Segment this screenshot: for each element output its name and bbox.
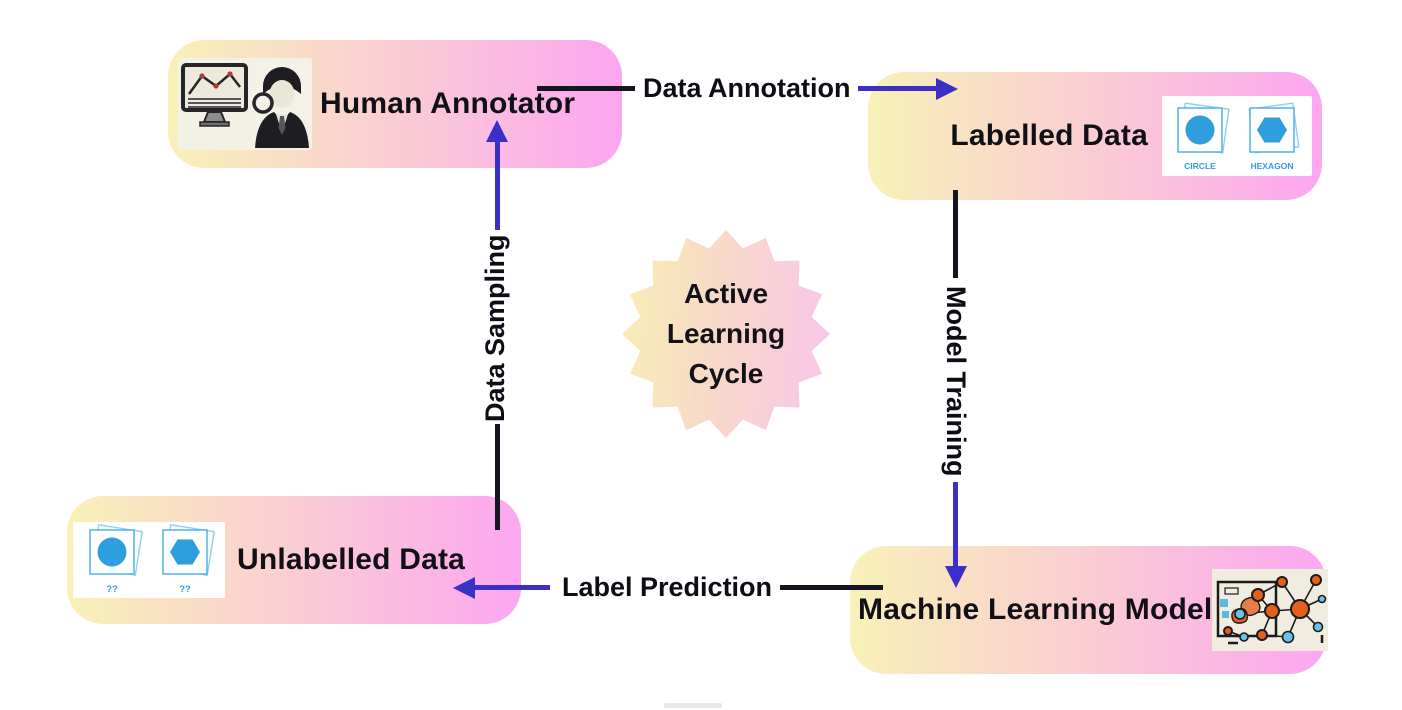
human-annotator-icon — [178, 58, 312, 150]
magnifier-icon — [252, 92, 274, 114]
person-icon — [252, 62, 312, 148]
data-sampling-line-black — [494, 424, 500, 530]
data-annotation-arrowhead-icon — [936, 77, 958, 100]
data-sampling-label: Data Sampling — [480, 234, 510, 422]
model-training-label: Model Training — [941, 285, 971, 477]
bottom-edge-fragment — [664, 703, 722, 708]
label-prediction-label: Label Prediction — [562, 572, 773, 602]
labelled-cards-icon: CIRCLE HEXAGON — [1162, 96, 1312, 176]
unlabelled-circle-card: ?? — [89, 524, 143, 595]
human-annotator-label: Human Annotator — [320, 87, 576, 120]
label-prediction-line-black — [780, 585, 883, 590]
hexagon-card: HEXAGON — [1248, 102, 1300, 171]
label-prediction-arrowhead-icon — [453, 576, 475, 599]
neural-network-icon — [1212, 569, 1329, 651]
label-prediction-line-blue — [473, 585, 550, 590]
unlabelled-circle-label: ?? — [106, 584, 118, 595]
data-annotation-label: Data Annotation — [643, 73, 851, 103]
node-labelled-data: Labelled Data CIRCLE HEXAGON — [868, 72, 1322, 200]
active-learning-cycle-badge: Active Learning Cycle — [622, 230, 830, 438]
data-annotation-line-blue — [858, 86, 940, 91]
badge-line-2: Learning — [666, 318, 786, 349]
unlabelled-data-label: Unlabelled Data — [237, 543, 466, 576]
model-training-line-blue — [953, 482, 958, 568]
machine-learning-model-label: Machine Learning Model — [858, 593, 1213, 626]
node-unlabelled-data: ?? ?? Unlabelled Data — [67, 496, 521, 624]
labelled-data-label: Labelled Data — [950, 119, 1148, 152]
unlabelled-hexagon-card: ?? — [162, 524, 215, 595]
node-machine-learning-model: Machine Learning Model — [850, 546, 1329, 674]
data-sampling-arrowhead-icon — [486, 120, 508, 142]
model-training-arrowhead-icon — [944, 566, 967, 588]
hexagon-card-label: HEXAGON — [1251, 161, 1294, 171]
unlabelled-hexagon-label: ?? — [179, 584, 191, 595]
model-training-line-black — [953, 190, 958, 278]
badge-line-1: Active — [683, 278, 769, 309]
unlabelled-cards-icon: ?? ?? — [73, 522, 225, 598]
data-annotation-line-black — [537, 86, 635, 91]
badge-line-3: Cycle — [688, 358, 764, 389]
data-sampling-line-blue — [494, 140, 500, 230]
node-human-annotator: Human Annotator — [168, 40, 622, 168]
circle-card-label: CIRCLE — [1184, 161, 1216, 171]
circle-card: CIRCLE — [1177, 102, 1230, 171]
chart-monitor-icon — [181, 63, 248, 127]
